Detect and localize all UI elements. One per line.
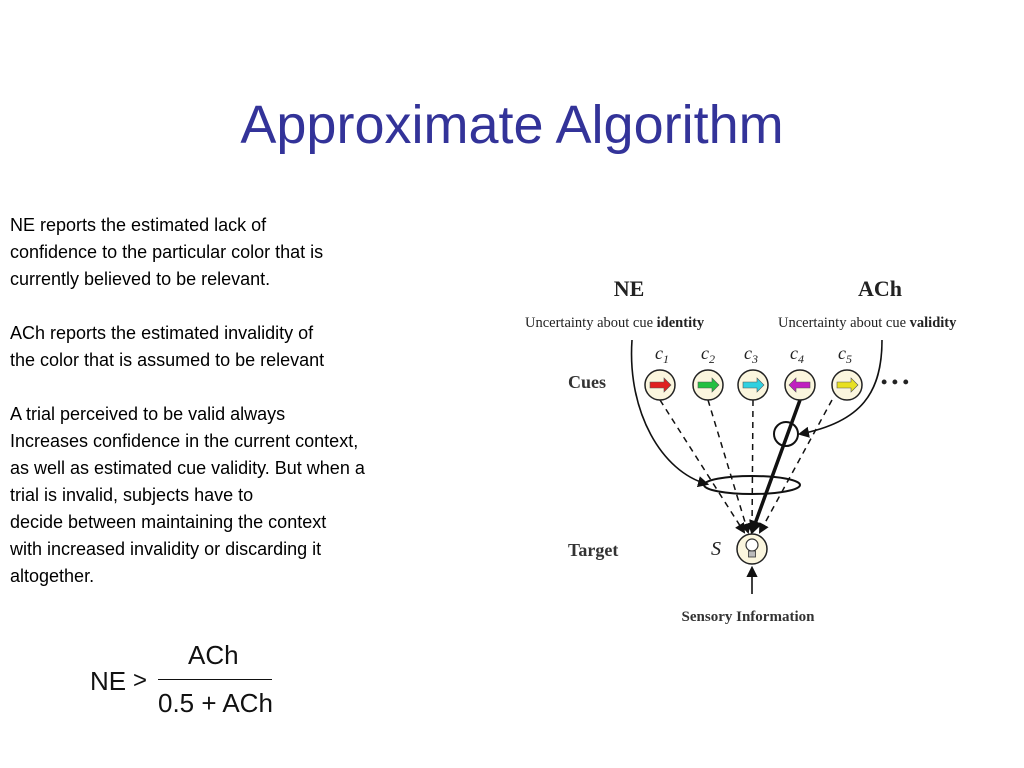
text-line: currently believed to be relevant. <box>10 269 271 289</box>
target-symbol: S <box>711 538 721 560</box>
text-line: ACh reports the estimated invalidity of <box>10 323 314 343</box>
paragraph-ach: ACh reports the estimated invalidity of … <box>10 320 480 374</box>
sensory-label: Sensory Information <box>682 609 816 625</box>
cue-letter-c5: c5 <box>838 343 852 366</box>
cue-letter-c4: c4 <box>790 343 804 366</box>
formula-lhs: NE <box>90 666 127 696</box>
right-arrow-icon <box>742 377 765 393</box>
cue-c5 <box>831 369 863 401</box>
threshold-formula: NE > ACh 0.5 + ACh <box>88 640 288 720</box>
cue-letter: c <box>790 343 798 363</box>
body-text: NE reports the estimated lack of confide… <box>10 212 480 590</box>
cue-letter-c3: c3 <box>744 343 758 366</box>
right-arrow-icon <box>836 377 859 393</box>
text-line: the color that is assumed to be relevant <box>10 350 325 370</box>
cue-sub: 5 <box>846 352 852 366</box>
cue-c2 <box>692 369 724 401</box>
paragraph-trial: A trial perceived to be valid always Inc… <box>10 401 480 590</box>
formula-denominator: 0.5 + ACh <box>158 688 273 718</box>
ach-subtitle-prefix: Uncertainty about cue <box>778 315 910 331</box>
cue-letter-c2: c2 <box>701 343 715 366</box>
text-line: A trial perceived to be valid always <box>10 404 286 424</box>
text-line: with increased invalidity or discarding … <box>10 539 322 559</box>
dashed-link-c2 <box>707 399 751 535</box>
cue-letter: c <box>655 343 663 363</box>
right-arrow-icon <box>697 377 720 393</box>
cue-letter-c1: c1 <box>655 343 669 366</box>
text-line: trial is invalid, subjects have to <box>10 485 254 505</box>
cue-letter: c <box>744 343 752 363</box>
ach-subtitle: Uncertainty about cue validity <box>778 315 957 331</box>
dashed-link-c1 <box>659 399 746 534</box>
dashed-link-c3 <box>746 399 758 535</box>
context-ellipse <box>703 475 801 495</box>
formula-operator: > <box>133 667 148 694</box>
solid-link-c4 <box>749 399 802 535</box>
slide-title: Approximate Algorithm <box>240 95 784 155</box>
bulb-base <box>748 550 756 558</box>
target-label: Target <box>568 540 618 560</box>
ne-subtitle-prefix: Uncertainty about cue <box>525 315 657 331</box>
dashed-link-c5 <box>758 399 833 534</box>
cue-sub: 3 <box>751 352 758 366</box>
text-line: confidence to the particular color that … <box>10 242 324 262</box>
formula-numerator: ACh <box>188 640 239 670</box>
left-arrow-icon <box>788 377 811 393</box>
cue-sub: 1 <box>663 352 669 366</box>
cue-sub: 4 <box>798 352 804 366</box>
cue-sub: 2 <box>709 352 715 366</box>
text-line: altogether. <box>10 566 95 586</box>
ach-subtitle-bold: validity <box>910 315 957 331</box>
ne-subtitle-bold: identity <box>657 315 705 331</box>
right-arrow-icon <box>649 377 672 393</box>
cue-letters: c1 c2 c3 c4 c5 <box>655 343 852 366</box>
cue-c1 <box>644 369 676 401</box>
bulb-glass <box>745 538 759 552</box>
more-cues-ellipsis: • • • <box>881 372 909 392</box>
cues-label: Cues <box>568 372 606 392</box>
cue-c4 <box>784 369 816 401</box>
lightbulb-icon <box>736 533 768 565</box>
ach-label: ACh <box>858 276 902 301</box>
text-line: as well as estimated cue validity. But w… <box>10 458 365 478</box>
paragraph-ne: NE reports the estimated lack of confide… <box>10 212 480 293</box>
fraction-bar <box>158 679 272 680</box>
ne-subtitle: Uncertainty about cue identity <box>525 315 705 331</box>
cue-letter: c <box>701 343 709 363</box>
ne-curve <box>630 339 710 488</box>
cue-c3 <box>737 369 769 401</box>
ne-label: NE <box>614 276 645 301</box>
cue-letter: c <box>838 343 846 363</box>
text-line: decide between maintaining the context <box>10 512 327 532</box>
ach-curve <box>797 339 883 438</box>
attention-model-diagram: NE ACh Uncertainty about cue identity Un… <box>525 276 957 625</box>
text-line: NE reports the estimated lack of <box>10 215 267 235</box>
text-line: Increases confidence in the current cont… <box>10 431 359 451</box>
